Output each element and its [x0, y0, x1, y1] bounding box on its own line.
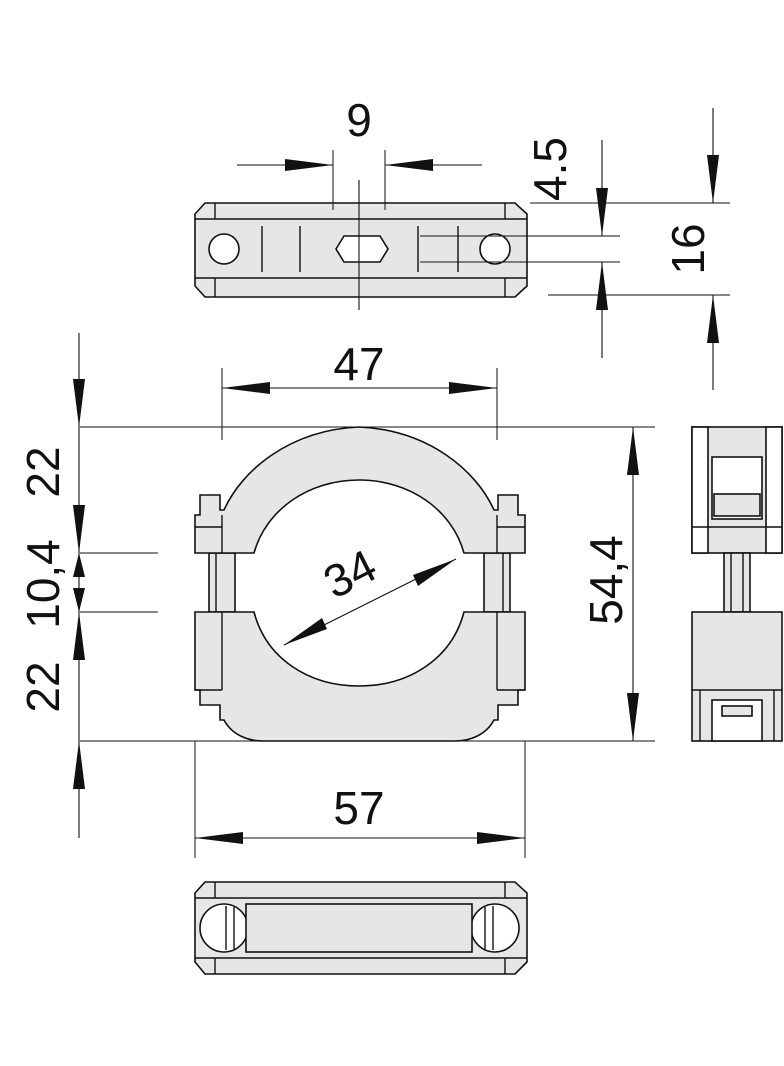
dim-total-height: 54,4 — [580, 427, 639, 741]
bottom-view — [194, 881, 528, 975]
dim-lower-half-label: 22 — [17, 661, 69, 712]
side-view — [691, 426, 783, 742]
dim-top-gap-label: 9 — [346, 94, 372, 146]
center-slot — [335, 235, 389, 263]
dim-bore-diameter: 34 — [283, 539, 457, 646]
dim-inner-width: 47 — [222, 338, 497, 394]
side-bolt — [723, 552, 751, 613]
dim-outer-width-label: 57 — [333, 782, 384, 834]
dim-left-stack: 22 10,4 22 — [17, 333, 85, 838]
dim-top-gap: 9 — [237, 94, 482, 171]
bottom-screw-right — [470, 903, 520, 953]
bolt-right — [483, 552, 511, 613]
dim-height-label: 16 — [662, 223, 714, 274]
dim-total-height-label: 54,4 — [580, 535, 632, 625]
screw-head-right — [479, 233, 511, 265]
dim-bore-diameter-label: 34 — [315, 539, 384, 608]
dim-gap-height-label: 10,4 — [17, 539, 69, 629]
lower-clamp-half — [194, 611, 526, 742]
dim-upper-half-label: 22 — [17, 446, 69, 497]
bottom-screw-left — [199, 903, 249, 953]
dim-inner-width-label: 47 — [333, 338, 384, 390]
upper-clamp-half — [194, 426, 526, 554]
top-view — [194, 150, 730, 310]
dim-top-offset-label: 4.5 — [524, 137, 576, 201]
front-view — [80, 368, 655, 858]
dim-top-offset: 4.5 — [524, 137, 608, 358]
dim-height: 16 — [662, 108, 719, 390]
screw-head-left — [208, 233, 240, 265]
dim-outer-width: 57 — [195, 782, 525, 844]
bolt-left — [208, 552, 236, 613]
